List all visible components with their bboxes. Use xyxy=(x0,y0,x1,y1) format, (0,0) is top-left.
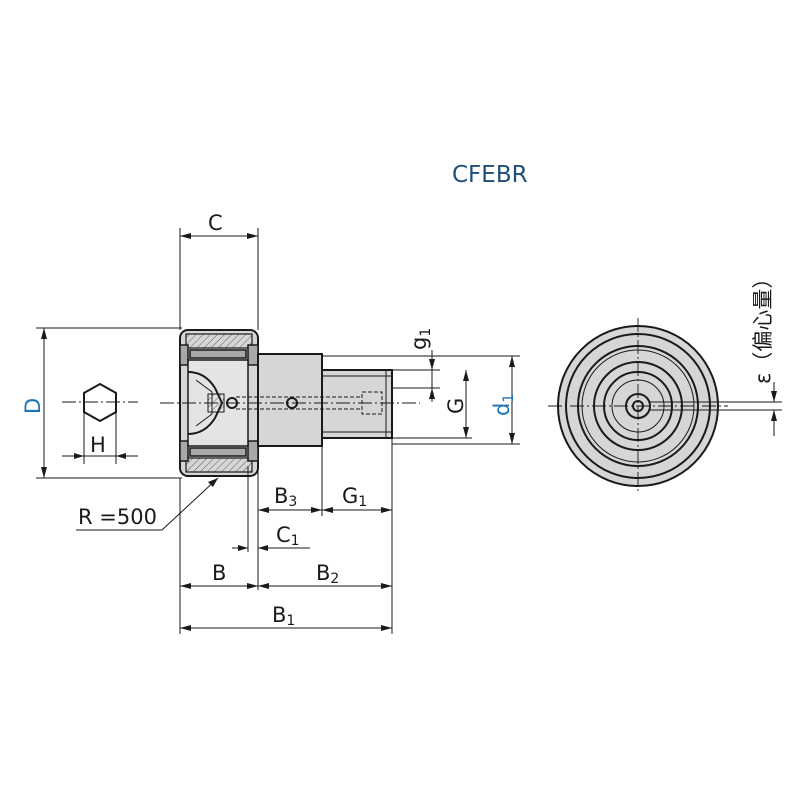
needle-top xyxy=(189,349,247,359)
dim-D-group: D xyxy=(21,327,182,479)
dim-B2: B2 xyxy=(316,561,339,587)
ring-section-top xyxy=(185,333,253,349)
dim-g1: g1 xyxy=(407,328,434,350)
seal-top-left xyxy=(179,344,189,366)
dim-D: D xyxy=(21,398,45,414)
dim-right-group: g1 G d1 xyxy=(322,328,520,445)
dim-d1: d1 xyxy=(490,394,517,416)
dim-B: B xyxy=(212,561,226,585)
hex-socket-icon: H xyxy=(62,382,138,464)
dim-C: C xyxy=(208,211,223,235)
seal-bottom-right xyxy=(247,440,259,462)
dim-G: G xyxy=(444,398,468,414)
dim-R: R =500 xyxy=(78,505,157,529)
seal-bottom-left xyxy=(179,440,189,462)
dim-B1: B1 xyxy=(272,603,295,629)
dim-B3: B3 xyxy=(274,484,297,510)
threaded-shaft xyxy=(321,369,393,439)
front-view: ε（偏心量） xyxy=(548,268,782,494)
dim-G1: G1 xyxy=(342,484,367,510)
dim-H: H xyxy=(90,433,106,457)
dim-C-group: C xyxy=(179,211,259,330)
eccentricity-label: ε（偏心量） xyxy=(751,268,775,384)
drawing-title: CFEBR xyxy=(452,162,528,188)
ring-section-bottom xyxy=(185,457,253,473)
side-view xyxy=(160,329,420,477)
dim-C1: C1 xyxy=(276,523,300,549)
seal-top-right xyxy=(247,344,259,366)
eccentric-collar xyxy=(257,353,323,447)
needle-bottom xyxy=(189,447,247,457)
dim-R-group: R =500 xyxy=(76,477,219,531)
dim-bottom-group: B3 G1 C1 B B2 B1 xyxy=(179,438,393,634)
